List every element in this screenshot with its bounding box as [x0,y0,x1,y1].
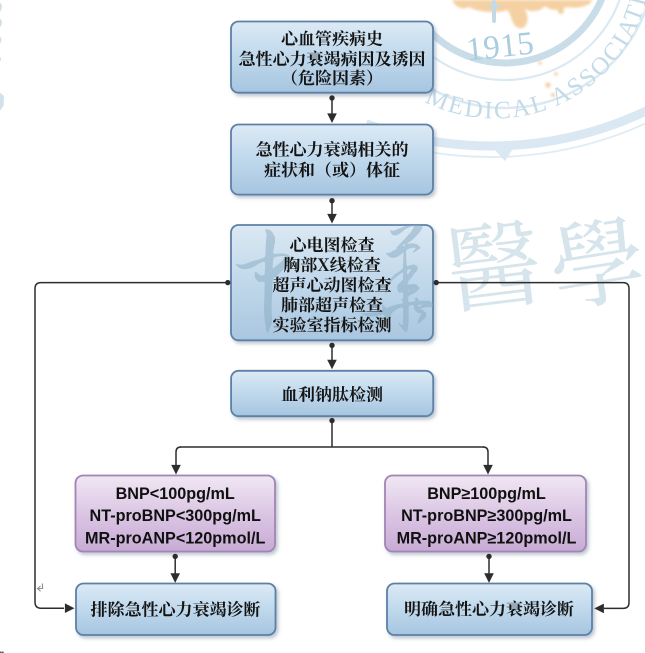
svg-text:NT-proBNP≥300pg/mL: NT-proBNP≥300pg/mL [401,507,572,525]
svg-text:BNP<100pg/mL: BNP<100pg/mL [116,485,235,503]
svg-text:MR-proANP<120pmol/L: MR-proANP<120pmol/L [85,529,265,547]
svg-text:NT-proBNP<300pg/mL: NT-proBNP<300pg/mL [90,507,261,525]
svg-text:MR-proANP≥120pmol/L: MR-proANP≥120pmol/L [397,529,577,547]
svg-text:1915: 1915 [465,26,536,69]
svg-text:BNP≥100pg/mL: BNP≥100pg/mL [427,485,546,503]
